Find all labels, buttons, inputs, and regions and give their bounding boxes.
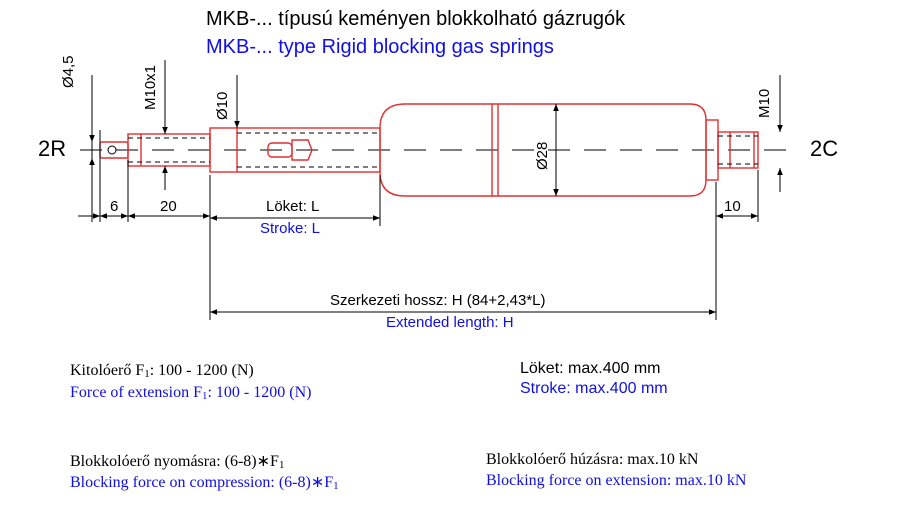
- dim-d10-label: Ø10: [214, 91, 231, 120]
- force-extension-hu: Kitolóerő F1: 100 - 1200 (N): [70, 362, 254, 380]
- title-hungarian: MKB-... típusú keményen blokkolható gázr…: [206, 8, 626, 30]
- max-stroke-en: Stroke: max.400 mm: [520, 380, 668, 397]
- thread-lines: [128, 132, 758, 168]
- blocking-extension-hu: Blokkolóerő húzásra: max.10 kN: [486, 451, 699, 468]
- dim-d28-label: Ø28: [534, 141, 551, 170]
- dim-m10-label: M10: [756, 88, 773, 118]
- spring-outline: [99, 103, 759, 197]
- dimension-lines: [78, 100, 783, 315]
- dim-10-label: 10: [724, 198, 741, 215]
- blocking-compression-en: Blocking force on compression: (6-8)∗F1: [70, 474, 339, 492]
- left-end-label: 2R: [38, 136, 67, 161]
- max-stroke-hu: Löket: max.400 mm: [520, 360, 661, 377]
- force-extension-en: Force of extension F1: 100 - 1200 (N): [70, 384, 312, 402]
- eye-marker: [107, 145, 117, 155]
- blocking-compression-hu: Blokkolóerő nyomásra: (6-8)∗F1: [70, 453, 285, 471]
- dim-6-label: 6: [110, 198, 119, 215]
- right-end-label: 2C: [810, 136, 839, 161]
- length-label-hu: Szerkezeti hossz: H (84+2,43*L): [330, 292, 546, 309]
- dim-m10x1-label: M10x1: [142, 64, 159, 110]
- title-english: MKB-... type Rigid blocking gas springs: [206, 36, 554, 58]
- extension-lines: [91, 60, 781, 320]
- length-label-en: Extended length: H: [386, 314, 514, 331]
- blocking-extension-en: Blocking force on extension: max.10 kN: [486, 472, 747, 489]
- stroke-label-hu: Löket: L: [266, 198, 320, 215]
- stroke-label-en: Stroke: L: [260, 220, 321, 237]
- dim-d45-label: Ø4,5: [60, 55, 77, 88]
- dim-20-label: 20: [160, 198, 177, 215]
